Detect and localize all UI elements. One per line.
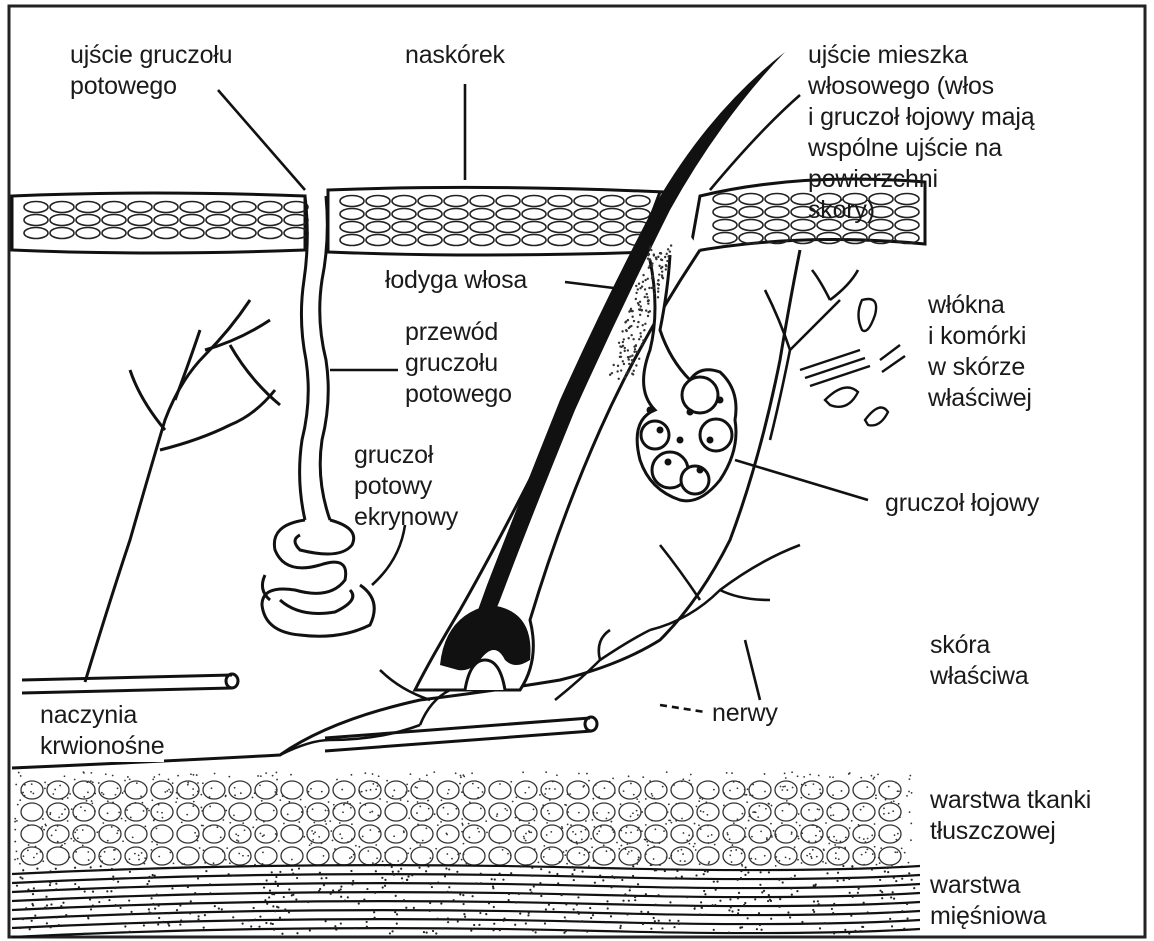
leader-nerves-2 bbox=[745, 640, 760, 700]
label-fat-layer: warstwa tkanki tłuszczowej bbox=[930, 785, 1091, 847]
muscle-layer bbox=[12, 865, 920, 937]
label-sebaceous-gland: gruczoł łojowy bbox=[885, 488, 1039, 519]
leader-sebaceous bbox=[735, 460, 868, 500]
label-eccrine-gland: gruczoł potowy ekrynowy bbox=[354, 440, 458, 533]
leader-eccrine bbox=[372, 525, 405, 585]
label-sweat-duct: przewód gruczołu potowego bbox=[405, 317, 512, 410]
label-hair-shaft: łodyga włosa bbox=[385, 265, 527, 296]
leader-nerves bbox=[660, 705, 705, 712]
label-follicle-opening: ujście mieszka włosowego (włos i gruczoł… bbox=[808, 40, 1034, 226]
blood-vessel-left bbox=[22, 300, 280, 693]
label-sweat-pore: ujście gruczołu potowego bbox=[70, 40, 232, 102]
label-blood-vessels: naczynia krwionośne bbox=[40, 700, 164, 762]
leader-sweat-pore bbox=[218, 90, 305, 190]
dermal-fibers-cells bbox=[800, 299, 905, 425]
label-epidermis: naskórek bbox=[405, 40, 505, 71]
eccrine-gland-coil bbox=[262, 520, 374, 636]
fat-tissue-layer bbox=[14, 771, 916, 868]
label-fibers-cells: włókna i komórki w skórze właściwej bbox=[928, 290, 1032, 414]
blood-vessel-bottom bbox=[325, 717, 597, 751]
label-dermis: skóra właściwa bbox=[930, 630, 1028, 692]
label-nerves: nerwy bbox=[712, 698, 778, 729]
label-muscle-layer: warstwa mięśniowa bbox=[930, 870, 1046, 932]
leader-follicle-opening bbox=[710, 95, 800, 190]
